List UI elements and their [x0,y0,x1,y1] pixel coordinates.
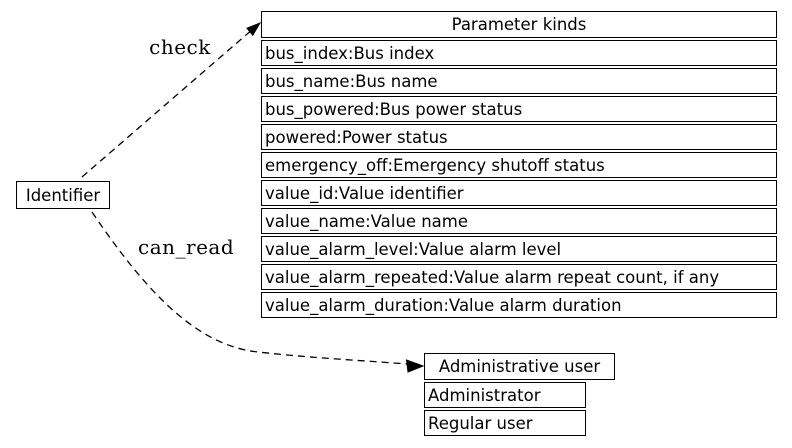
parameter-kinds-row: value_alarm_repeated:Value alarm repeat … [261,264,777,290]
edge-check-arrowhead [246,21,262,37]
edge-label-check: check [149,35,211,59]
parameter-kinds-row: bus_powered:Bus power status [261,96,777,122]
edge-check-line [81,31,251,178]
admin-user-row: Administrator [424,382,586,408]
edge-label-can-read: can_read [138,235,235,259]
parameter-kinds-row: value_id:Value identifier [261,180,777,206]
node-admin-user: Administrative user Administrator Regula… [424,353,615,436]
node-identifier: Identifier [16,181,110,209]
parameter-kinds-row: bus_name:Bus name [261,68,777,94]
edge-can-read-line [91,211,408,365]
admin-user-row: Regular user [424,410,586,436]
parameter-kinds-row: emergency_off:Emergency shutoff status [261,152,777,178]
admin-user-title: Administrative user [424,353,615,380]
node-parameter-kinds: Parameter kinds bus_index:Bus index bus_… [261,11,777,318]
parameter-kinds-row: bus_index:Bus index [261,40,777,66]
parameter-kinds-row: value_alarm_level:Value alarm level [261,236,777,262]
parameter-kinds-row: value_name:Value name [261,208,777,234]
parameter-kinds-row: value_alarm_duration:Value alarm duratio… [261,292,777,318]
parameter-kinds-row: powered:Power status [261,124,777,150]
parameter-kinds-title: Parameter kinds [261,11,777,38]
edge-can-read-arrowhead [405,359,425,373]
